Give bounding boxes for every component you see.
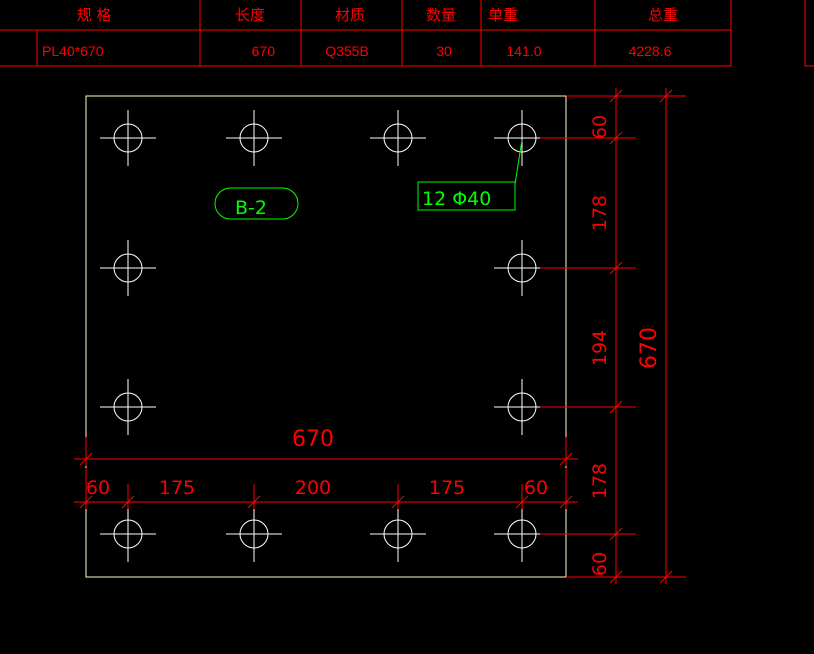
vertical-dimensions xyxy=(540,88,686,584)
bolt-hole xyxy=(226,506,282,562)
cell-material: Q355B xyxy=(325,43,369,59)
plate-outline xyxy=(85,95,567,578)
cell-unit-weight: 141.0 xyxy=(506,43,541,59)
bolt-hole xyxy=(370,110,426,166)
header-quantity: 数量 xyxy=(426,6,456,24)
dim-h-5: 60 xyxy=(524,477,548,499)
dim-h-3: 200 xyxy=(295,477,331,499)
dim-overall-height: 670 xyxy=(637,327,662,369)
header-unit-weight: 单重 xyxy=(488,6,518,24)
plate-tag-text: B-2 xyxy=(235,197,267,219)
bolt-hole xyxy=(226,110,282,166)
dim-h-1: 60 xyxy=(86,477,110,499)
cell-quantity: 30 xyxy=(436,43,452,59)
dim-v-1: 60 xyxy=(589,115,611,139)
bolt-holes xyxy=(100,110,550,562)
dim-v-3: 194 xyxy=(589,330,611,366)
bolt-hole xyxy=(370,506,426,562)
dim-h-4: 175 xyxy=(429,477,465,499)
bolt-hole xyxy=(100,506,156,562)
bolt-hole xyxy=(100,379,156,435)
dim-v-4: 178 xyxy=(589,463,611,499)
header-spec: 规 格 xyxy=(77,6,112,24)
cell-length: 670 xyxy=(252,43,276,59)
header-material: 材质 xyxy=(335,6,365,24)
header-length: 长度 xyxy=(235,6,265,24)
material-table: 规 格 长度 材质 数量 单重 总重 PL40*670 670 Q355B 30… xyxy=(0,0,814,67)
bolt-hole xyxy=(100,240,156,296)
dim-v-2: 178 xyxy=(589,195,611,231)
plate-tag: B-2 xyxy=(214,187,299,220)
dim-h-2: 175 xyxy=(159,477,195,499)
cell-spec: PL40*670 xyxy=(42,43,104,59)
cell-total-weight: 4228.6 xyxy=(629,43,672,59)
header-total-weight: 总重 xyxy=(648,6,678,24)
bolt-hole xyxy=(100,110,156,166)
horizontal-dimensions xyxy=(74,437,578,509)
dim-v-5: 60 xyxy=(589,552,611,576)
hole-note-text: 12 Φ40 xyxy=(422,188,491,210)
hole-note: 12 Φ40 xyxy=(417,139,523,211)
dim-overall-width: 670 xyxy=(292,427,334,452)
